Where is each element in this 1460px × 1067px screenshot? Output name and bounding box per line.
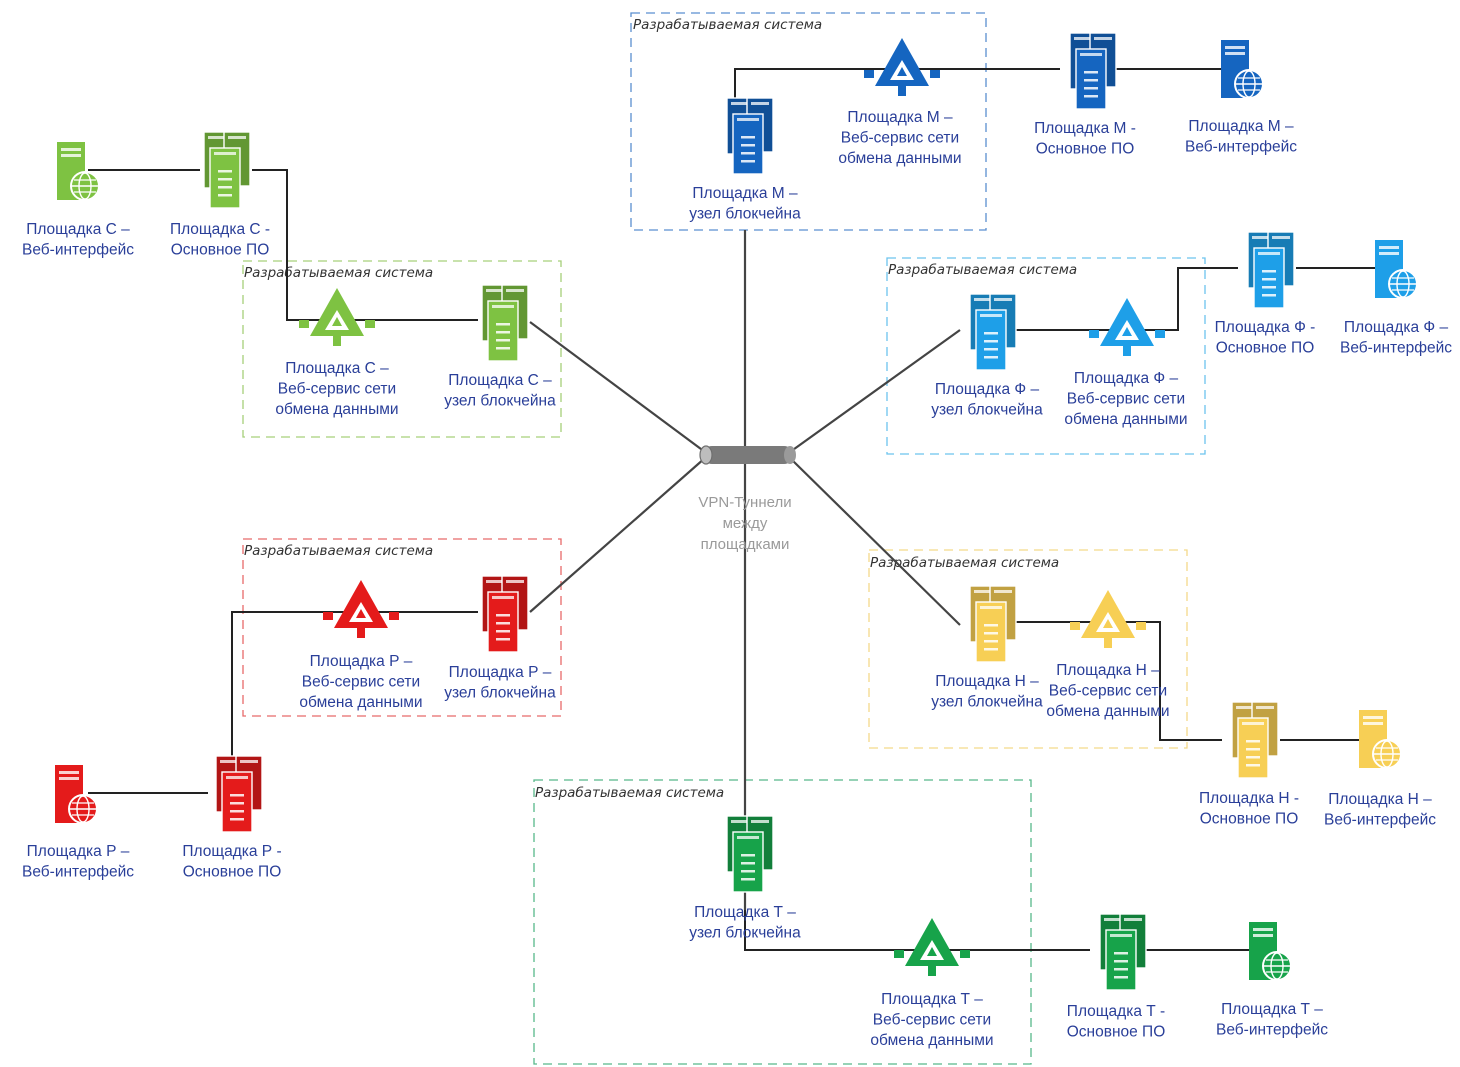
site-c-node-icon xyxy=(481,284,529,362)
site-t-ws-icon xyxy=(894,918,970,976)
spoke-c xyxy=(529,321,706,453)
site-h-web-icon xyxy=(1359,710,1402,769)
site-f-node-icon xyxy=(969,293,1017,371)
site-f-ws-icon xyxy=(1089,298,1165,356)
site-m-po-icon xyxy=(1069,32,1117,110)
system-boundary-label: Разрабатываемая система xyxy=(535,785,724,801)
site-t-po-label: Площадка Т -Основное ПО xyxy=(1067,1003,1166,1041)
site-c-po-icon xyxy=(203,131,251,209)
site-r-ws-icon xyxy=(323,580,399,638)
site-m-ws-icon xyxy=(864,38,940,96)
system-boundary-m xyxy=(630,12,987,231)
site-c-po-label: Площадка С -Основное ПО xyxy=(170,221,270,259)
connection-lines xyxy=(88,68,1378,951)
system-boundary-label: Разрабатываемая система xyxy=(244,265,433,281)
site-t-po-icon xyxy=(1099,913,1147,991)
site-m-po-label: Площадка М -Основное ПО xyxy=(1034,120,1136,158)
site-h-web-label: Площадка Н –Веб-интерфейс xyxy=(1324,791,1436,829)
spoke-f xyxy=(789,329,961,453)
site-r-node-label: Площадка Р –узел блокчейна xyxy=(444,664,556,702)
site-f-node-label: Площадка Ф –узел блокчейна xyxy=(931,381,1043,419)
site-t-node-label: Площадка Т –узел блокчейна xyxy=(689,904,801,942)
system-boundary-label: Разрабатываемая система xyxy=(633,17,822,33)
site-r-web-icon xyxy=(55,765,98,824)
spoke-h xyxy=(789,457,961,626)
site-c-web-label: Площадка С –Веб-интерфейс xyxy=(22,221,134,259)
site-f-po-icon xyxy=(1247,231,1295,309)
vpn-pipe-end-icon xyxy=(699,445,713,465)
site-t-web-icon xyxy=(1249,922,1292,981)
site-h-ws-icon xyxy=(1070,590,1146,648)
site-m-web-icon xyxy=(1221,40,1264,99)
site-r-po-icon xyxy=(215,755,263,833)
site-m-node-label: Площадка М –узел блокчейна xyxy=(689,185,801,223)
wire-h-node-ws-po xyxy=(1015,621,1222,741)
system-boundary-c xyxy=(242,260,562,438)
site-r-node-icon xyxy=(481,575,529,653)
site-c-web-icon xyxy=(57,142,100,201)
site-c-node-label: Площадка С –узел блокчейна xyxy=(444,372,556,410)
site-h-node-icon xyxy=(969,585,1017,663)
site-r-po-label: Площадка Р -Основное ПО xyxy=(182,843,281,881)
site-c-ws-icon xyxy=(299,288,375,346)
site-t-node-icon xyxy=(726,815,774,893)
system-boundary-t xyxy=(533,779,1032,1065)
site-h-node-label: Площадка Н –узел блокчейна xyxy=(931,673,1043,711)
vpn-pipe-end-icon xyxy=(784,446,796,464)
system-boundary-label: Разрабатываемая система xyxy=(870,555,1059,571)
vpn-tunnel-pipe-icon xyxy=(703,446,793,464)
site-h-po-icon xyxy=(1231,701,1279,779)
site-t-web-label: Площадка Т –Веб-интерфейс xyxy=(1216,1001,1328,1039)
site-labels: Площадка М –узел блокчейна Площадка М –Ве… xyxy=(22,109,1452,1049)
wire-t-node-ws-po xyxy=(744,910,1090,951)
spoke-r xyxy=(529,457,706,613)
site-m-web-label: Площадка М –Веб-интерфейс xyxy=(1185,118,1297,156)
system-boundary-f xyxy=(886,257,1206,455)
system-boundary-label: Разрабатываемая система xyxy=(888,262,1077,278)
site-r-web-label: Площадка Р –Веб-интерфейс xyxy=(22,843,134,881)
site-m-node-icon xyxy=(726,97,774,175)
system-boundary-label: Разрабатываемая система xyxy=(244,543,433,559)
site-f-web-label: Площадка Ф –Веб-интерфейс xyxy=(1340,319,1452,357)
wire-m-node-ws-po xyxy=(734,68,1060,98)
site-f-web-icon xyxy=(1375,240,1418,299)
site-f-po-label: Площадка Ф -Основное ПО xyxy=(1215,319,1316,357)
site-h-po-label: Площадка Н -Основное ПО xyxy=(1199,790,1299,828)
system-boundary-r xyxy=(242,538,562,717)
wire-c-po-ws-node xyxy=(252,169,478,321)
site-icons xyxy=(55,32,1418,991)
system-boundary-h xyxy=(868,549,1188,749)
